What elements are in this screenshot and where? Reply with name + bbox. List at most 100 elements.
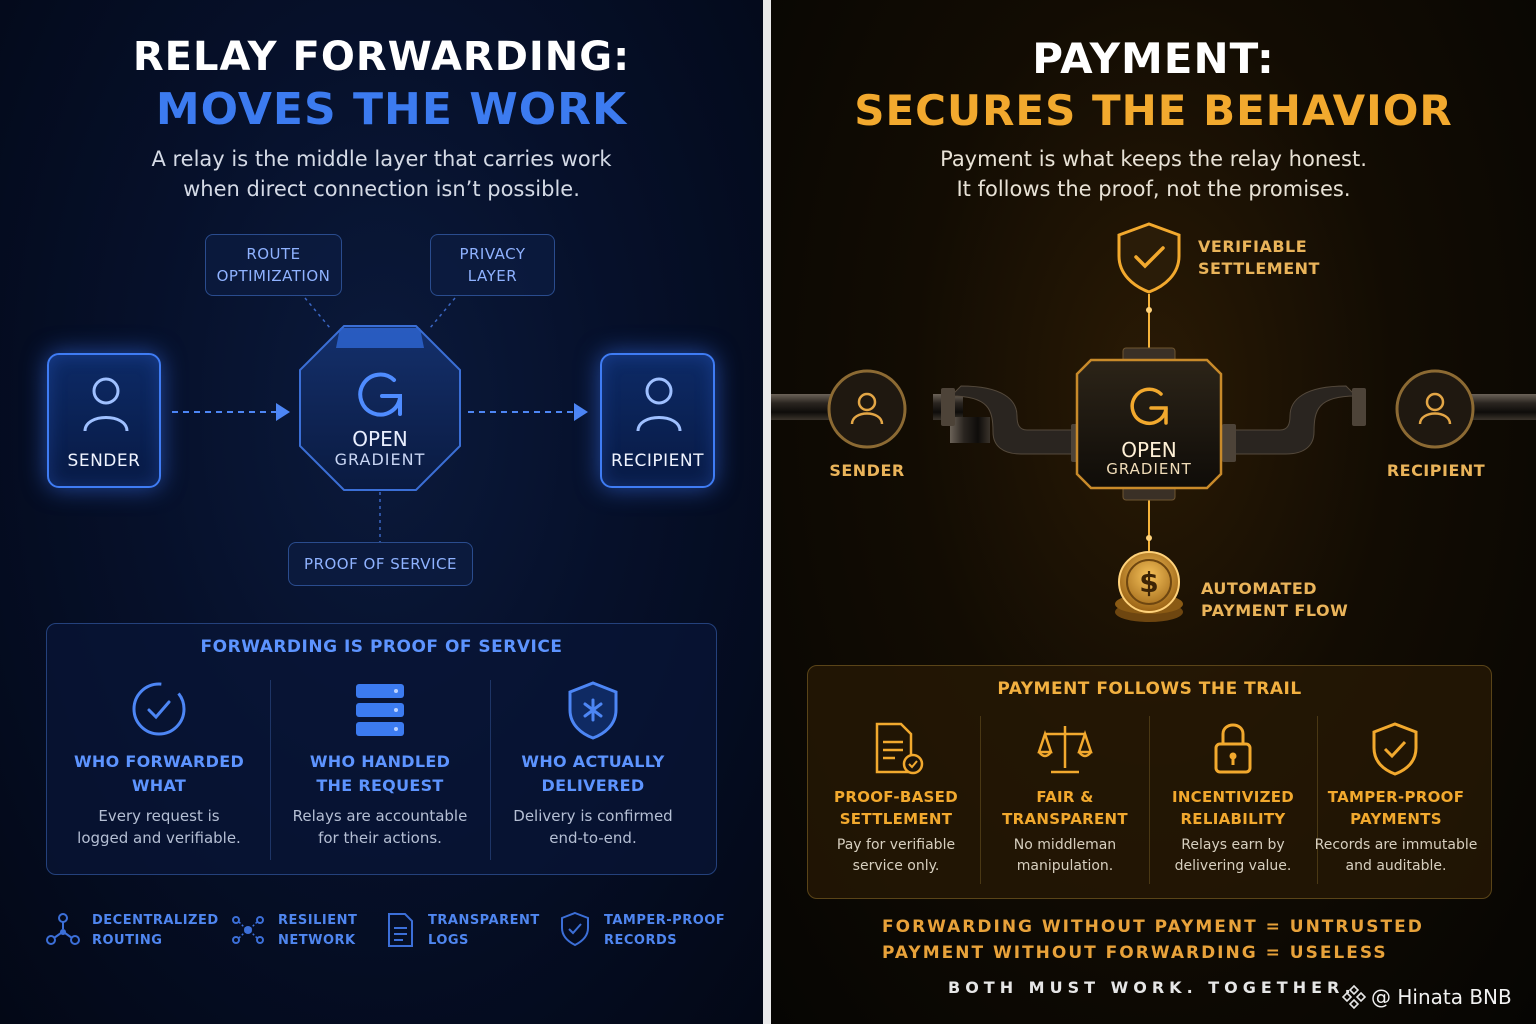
feature-title: WHO FORWARDED WHAT [56,750,262,798]
shield-check-icon [561,911,589,947]
feature-desc: Relays are accountable for their actions… [276,805,484,849]
feature-desc-line: Relays are accountable [292,807,468,825]
feature-title-line: WHO FORWARDED [73,752,245,771]
tag-line: LAYER [467,267,518,285]
feature-title-line: WHO ACTUALLY [521,752,665,771]
bottom-label-line: LOGS [428,933,469,948]
user-icon [83,377,129,432]
feature-desc-line: Pay for verifiable [836,837,956,853]
bottom-label-line: RECORDS [604,933,678,948]
bottom-label-line: ROUTING [92,933,163,948]
feature-title-line: SETTLEMENT [839,810,953,828]
gradient-logo-icon [358,372,402,417]
payment-pipeline: $ [771,222,1536,622]
arrow-right-icon [276,403,290,421]
bottom-label-line: NETWORK [278,933,356,948]
document-icon [388,913,413,947]
coin-dollar-icon: $ [1115,551,1183,622]
gradient-logo-icon [1130,387,1168,425]
equation-forwarding: FORWARDING WITHOUT PAYMENT = UNTRUSTED [882,917,1424,937]
feature-title: WHO ACTUALLY DELIVERED [494,750,692,798]
divider [490,680,491,860]
forwarding-proof-title: FORWARDING IS PROOF OF SERVICE [200,637,563,657]
binance-logo-icon [1341,984,1367,1010]
right-subtitle: Payment is what keeps the relay honest. … [771,144,1536,204]
hub-label-open: OPEN [352,427,408,451]
tag-line: ROUTE [246,245,301,263]
payment-panel: PAYMENT: SECURES THE BEHAVIOR Payment is… [771,0,1536,1024]
feature-title-line: THE REQUEST [316,776,444,795]
feature-title-line: PROOF-BASED [834,788,958,806]
server-icon [356,684,404,736]
sender-label: SENDER [829,461,905,480]
divider [1149,716,1150,884]
verifiable-settlement-label: VERIFIABLE SETTLEMENT [1198,236,1320,280]
divider [980,716,981,884]
user-icon [636,377,682,432]
decentralized-routing-label: DECENTRALIZED ROUTING [92,911,219,951]
hub-label-gradient: GRADIENT [1106,460,1192,478]
panel-divider [763,0,771,1024]
arrow-right-icon [574,403,588,421]
recipient-label: RECIPIENT [1386,461,1486,480]
feature-title-line: RELIABILITY [1180,810,1286,828]
left-subtitle-line1: A relay is the middle layer that carries… [151,147,612,171]
feature-title-line: TRANSPARENT [1002,810,1128,828]
feature-title-line: TAMPER-PROOF [1327,788,1465,806]
feature-title: PROOF-BASED SETTLEMENT [811,786,981,830]
feature-desc-line: and auditable. [1345,858,1447,874]
feature-desc-line: service only. [852,858,940,874]
verify-icon [132,682,186,736]
feature-desc-line: Relays earn by [1181,837,1285,853]
sender-node: SENDER [47,353,161,488]
label-line: VERIFIABLE [1198,237,1308,256]
right-subtitle-line1: Payment is what keeps the relay honest. [940,147,1367,171]
right-title-line2: SECURES THE BEHAVIOR [854,86,1453,135]
payment-trail-title: PAYMENT FOLLOWS THE TRAIL [997,679,1302,699]
right-subtitle-line2: It follows the proof, not the promises. [956,177,1351,201]
feature-desc-line: logged and verifiable. [77,829,241,847]
tagline: BOTH MUST WORK. TOGETHER. [948,978,1356,997]
automated-payment-flow-label: AUTOMATED PAYMENT FLOW [1201,578,1348,622]
resilient-network-label: RESILIENT NETWORK [278,911,357,951]
feature-desc-line: delivering value. [1174,858,1292,874]
feature-title-line: DELIVERED [541,776,645,795]
tag-line: OPTIMIZATION [216,267,331,285]
label-line: AUTOMATED [1201,579,1318,598]
tag-line: PRIVACY [459,245,526,263]
feature-title-line: WHO HANDLED [309,752,451,771]
divider [1317,716,1318,884]
hub-label-open: OPEN [1121,438,1177,462]
feature-title: TAMPER-PROOF PAYMENTS [1319,786,1473,830]
feature-title: INCENTIVIZED RELIABILITY [1151,786,1315,830]
scales-icon [1037,726,1093,774]
feature-desc-line: No middleman [1013,837,1117,853]
tamper-proof-records-label: TAMPER-PROOF RECORDS [604,911,725,951]
feature-desc: Pay for verifiable service only. [811,835,981,877]
shield-check-icon [1372,722,1418,776]
document-check-icon [875,722,924,775]
feature-desc: Records are immutable and auditable. [1311,835,1481,877]
left-connectors [172,297,588,542]
feature-desc-line: Records are immutable [1314,837,1478,853]
feature-desc-line: Delivery is confirmed [513,807,673,825]
mesh-icon [232,916,264,944]
forwarding-proof-box [46,623,717,875]
feature-desc-line: manipulation. [1016,858,1114,874]
right-title-line1: PAYMENT: [1032,34,1275,83]
user-icon [1418,392,1452,425]
bottom-label-line: TRANSPARENT [428,913,540,928]
hub-label-gradient: GRADIENT [334,450,426,469]
network-icon [46,913,80,945]
svg-text:$: $ [1139,566,1158,599]
sender-label: SENDER [67,451,141,471]
user-icon [850,392,884,425]
feature-desc-line: for their actions. [318,829,442,847]
left-subtitle-line2: when direct connection isn’t possible. [183,177,580,201]
label-line: PAYMENT FLOW [1201,601,1349,620]
relay-forwarding-panel: RELAY FORWARDING: MOVES THE WORK A relay… [0,0,763,1024]
bottom-label-line: RESILIENT [278,913,358,928]
feature-desc: Every request is logged and verifiable. [56,805,262,849]
equation-payment: PAYMENT WITHOUT FORWARDING = USELESS [882,943,1388,963]
feature-title-line: INCENTIVIZED [1171,788,1295,806]
